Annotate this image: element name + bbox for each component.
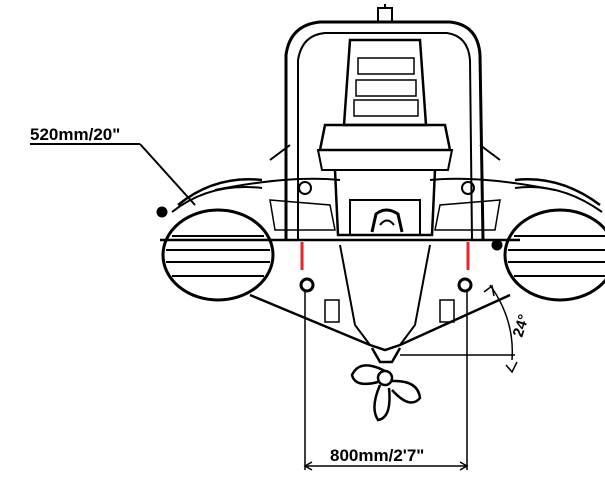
console-seat — [316, 38, 454, 237]
transom-width-label: 800mm/2'7" — [330, 446, 424, 465]
tube-diameter-dimension: 520mm/20" — [30, 125, 196, 206]
transom-markers — [299, 242, 473, 293]
roll-bar — [284, 4, 485, 241]
hull-bottom — [249, 244, 511, 352]
left-eye-fitting — [299, 277, 315, 293]
transom-width-dimension: 800mm/2'7" — [303, 292, 469, 471]
deadrise-angle-label: 24° — [510, 312, 533, 339]
tube-diameter-label: 520mm/20" — [30, 125, 120, 144]
hull-deck — [160, 144, 556, 242]
right-eye-fitting — [457, 277, 473, 293]
left-tube — [156, 178, 275, 302]
propeller — [350, 347, 422, 422]
deadrise-angle-dimension: 24° — [400, 284, 533, 374]
right-tube — [491, 178, 605, 302]
